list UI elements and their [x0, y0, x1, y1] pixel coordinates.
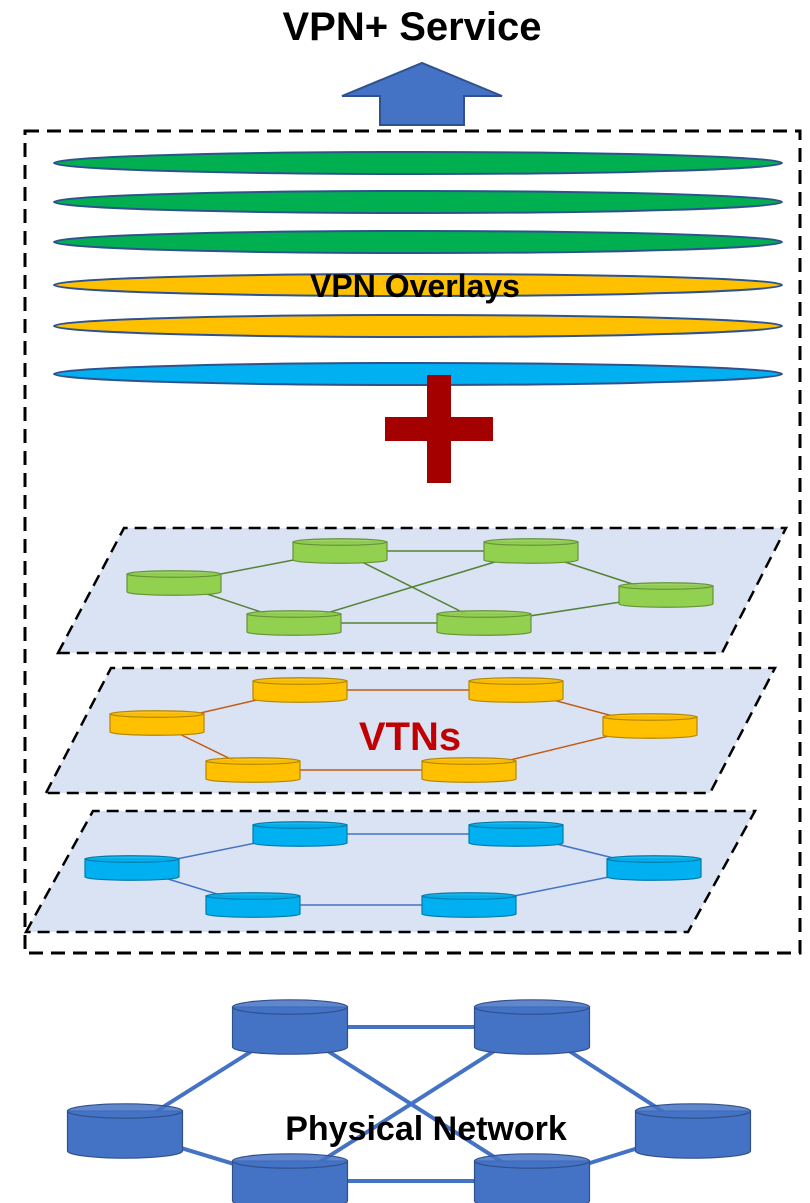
physical-node	[473, 999, 591, 1055]
vtn-node	[618, 582, 714, 608]
vtn-layer	[55, 526, 789, 655]
physical-node	[231, 999, 349, 1055]
physical-node	[473, 1153, 591, 1203]
vtn-node	[126, 570, 222, 596]
vtn-node	[205, 757, 301, 783]
vtn-node	[421, 892, 517, 918]
vtn-node	[109, 710, 205, 736]
overlay-band	[53, 273, 783, 297]
vtn-node	[205, 892, 301, 918]
vtn-node	[252, 821, 348, 847]
vtn-node	[436, 610, 532, 636]
vtn-node	[246, 610, 342, 636]
vpn-plus-container	[23, 129, 802, 955]
vpn-overlays-label: VPN Overlays	[310, 268, 520, 304]
vtn-link	[293, 550, 532, 624]
vtn-node	[602, 713, 698, 739]
physical-network	[66, 999, 752, 1203]
vtn-node	[483, 538, 579, 564]
vtn-layers	[23, 526, 789, 934]
vtn-node	[252, 677, 348, 703]
overlay-band	[53, 190, 783, 214]
plus-sign	[385, 375, 493, 483]
vtn-node	[468, 677, 564, 703]
vtns-label: VTNs	[359, 715, 461, 759]
vtn-node	[292, 538, 388, 564]
upward-arrow	[341, 61, 503, 126]
diagram-title: VPN+ Service	[282, 5, 541, 49]
physical-network-label: Physical Network	[285, 1110, 567, 1148]
vpn-overlay-bands	[53, 151, 783, 386]
physical-node	[231, 1153, 349, 1203]
overlay-band	[53, 151, 783, 175]
vtn-layer	[43, 666, 778, 795]
overlay-band	[53, 230, 783, 254]
physical-node	[634, 1103, 752, 1159]
vtn-node	[84, 855, 180, 881]
vtn-plane	[55, 526, 789, 655]
vtn-node	[468, 821, 564, 847]
physical-node	[66, 1103, 184, 1159]
vtn-node	[421, 757, 517, 783]
overlay-band	[53, 362, 783, 386]
overlay-band	[53, 314, 783, 338]
vtn-node	[606, 855, 702, 881]
vtn-layer	[23, 809, 758, 934]
